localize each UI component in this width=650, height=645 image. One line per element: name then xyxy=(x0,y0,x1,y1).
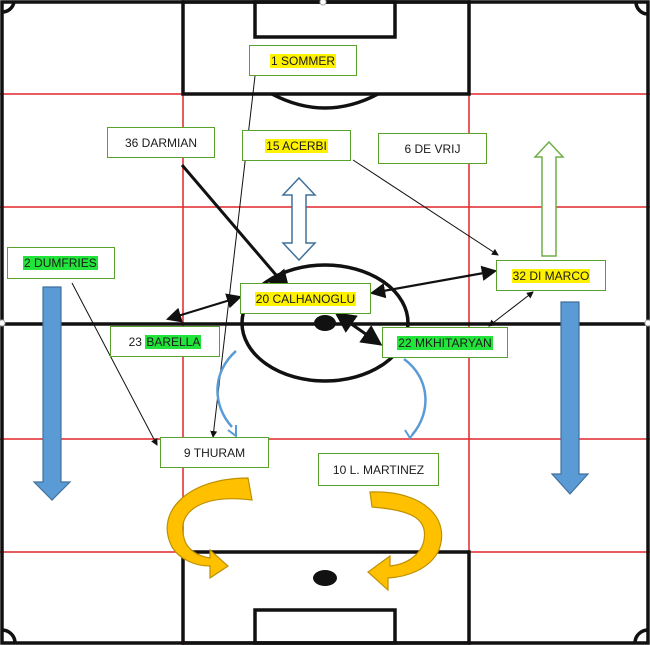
bottom-left-corner-arc xyxy=(1,628,17,644)
player-label-sommer: 1 SOMMER xyxy=(269,53,337,68)
player-box-thuram[interactable]: 9 THURAM xyxy=(160,437,269,468)
top-right-corner-arc xyxy=(634,1,649,16)
bottom-right-corner-arc xyxy=(633,628,649,644)
player-label-darmian: 36 DARMIAN xyxy=(124,135,198,150)
green-outline-up-arrow xyxy=(533,140,565,257)
player-box-darmian[interactable]: 36 DARMIAN xyxy=(107,127,215,158)
player-label-martinez: 10 L. MARTINEZ xyxy=(332,462,425,477)
player-box-acerbi[interactable]: 15 ACERBI xyxy=(242,130,351,161)
top-penalty-arc xyxy=(271,92,379,110)
top-left-corner-arc xyxy=(1,1,16,14)
player-label-mkhitaryan: 22 MKHITARYAN xyxy=(397,335,493,350)
player-box-calhanoglu[interactable]: 20 CALHANOGLU xyxy=(240,283,371,314)
player-label-dumfries: 2 DUMFRIES xyxy=(23,256,98,270)
martinez-gold-curved-arrow xyxy=(367,491,443,592)
player-label-di-marco: 32 DI MARCO xyxy=(511,268,591,283)
player-box-de-vrij[interactable]: 6 DE VRIJ xyxy=(378,133,487,164)
player-box-di-marco[interactable]: 32 DI MARCO xyxy=(496,260,606,291)
player-label-calhanoglu: 20 CALHANOGLU xyxy=(254,291,357,306)
player-label-thuram: 9 THURAM xyxy=(183,445,246,460)
blue-outline-double-arrow xyxy=(281,176,317,262)
player-box-mkhitaryan[interactable]: 22 MKHITARYAN xyxy=(382,327,508,358)
player-box-martinez[interactable]: 10 L. MARTINEZ xyxy=(318,453,439,486)
thuram-gold-curved-arrow xyxy=(166,477,253,580)
player-label-de-vrij: 6 DE VRIJ xyxy=(404,141,461,156)
bottom-goal-area xyxy=(253,608,397,645)
curved-blue-arrows xyxy=(216,350,427,440)
player-label-acerbi: 15 ACERBI xyxy=(265,138,328,153)
top-goal-area xyxy=(253,0,397,39)
dumfries-run-arrow xyxy=(32,286,72,501)
bottom-penalty-spot xyxy=(313,570,337,586)
center-spot xyxy=(314,315,336,331)
center-circle xyxy=(240,263,410,383)
player-label-barella: 23 BARELLA xyxy=(128,334,202,349)
player-box-sommer[interactable]: 1 SOMMER xyxy=(249,45,357,76)
player-box-barella[interactable]: 23 BARELLA xyxy=(110,326,220,357)
player-box-dumfries[interactable]: 2 DUMFRIES xyxy=(7,247,115,279)
di-marco-run-arrow xyxy=(550,301,590,495)
